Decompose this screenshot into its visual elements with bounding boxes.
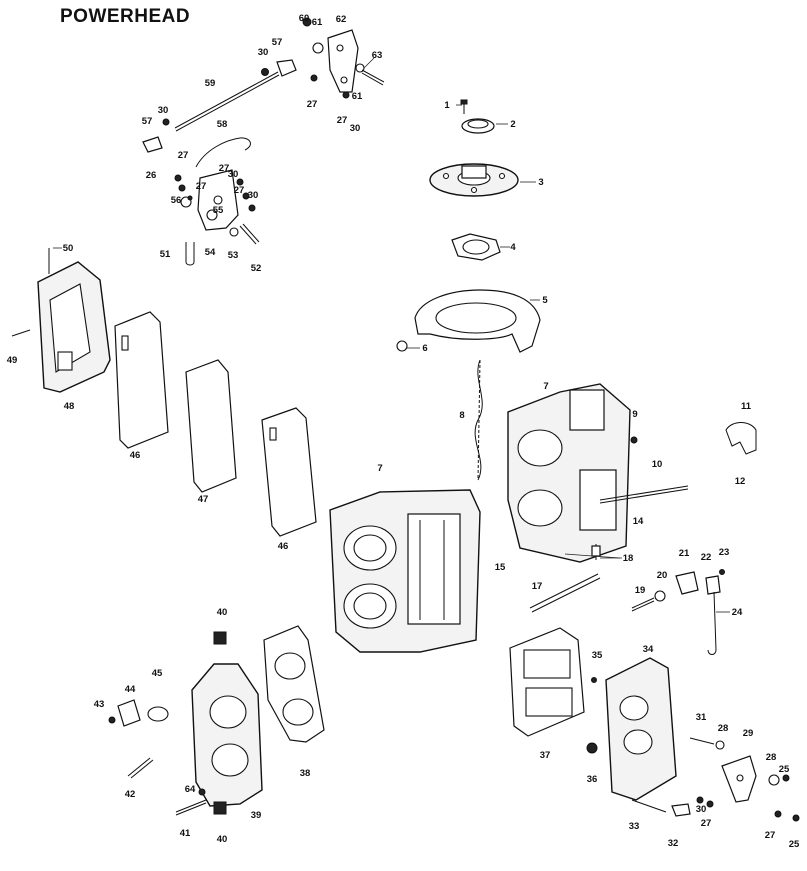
part-label-8: 8 [459, 410, 464, 421]
part-label-27: 27 [178, 150, 189, 161]
part-label-44: 44 [125, 684, 136, 695]
part-label-38: 38 [300, 768, 311, 779]
part-label-27: 27 [196, 181, 207, 192]
part-label-54: 54 [205, 247, 216, 258]
part-label-3: 3 [538, 177, 543, 188]
part-label-28: 28 [766, 752, 777, 763]
part-label-43: 43 [94, 699, 105, 710]
intake-manifold-parts [509, 627, 800, 822]
part-label-22: 22 [701, 552, 712, 563]
part-label-27: 27 [234, 185, 245, 196]
part-label-34: 34 [643, 644, 654, 655]
part-label-18: 18 [623, 553, 634, 564]
part-label-27: 27 [337, 115, 348, 126]
cylinder-block [329, 359, 483, 653]
upper-bearing-housing [396, 99, 541, 353]
cylinder-head-parts [108, 625, 325, 816]
part-label-40: 40 [217, 607, 228, 618]
part-label-27: 27 [219, 163, 230, 174]
part-label-24: 24 [732, 607, 743, 618]
part-label-48: 48 [64, 401, 75, 412]
part-label-63: 63 [372, 50, 383, 61]
part-label-14: 14 [633, 516, 644, 527]
part-label-27: 27 [765, 830, 776, 841]
part-label-46: 46 [130, 450, 141, 461]
part-label-11: 11 [741, 401, 752, 412]
part-label-31: 31 [696, 712, 707, 723]
part-label-37: 37 [540, 750, 551, 761]
part-label-5: 5 [542, 295, 548, 306]
part-label-40: 40 [217, 834, 228, 845]
part-label-1: 1 [444, 100, 450, 111]
part-label-53: 53 [228, 250, 239, 261]
part-label-7: 7 [377, 463, 382, 474]
part-label-21: 21 [679, 548, 690, 559]
part-label-47: 47 [198, 494, 209, 505]
part-label-61: 61 [312, 17, 323, 28]
part-label-4: 4 [510, 242, 516, 253]
part-label-30: 30 [350, 123, 361, 134]
part-label-46: 46 [278, 541, 289, 552]
throttle-cam-parts [529, 544, 725, 655]
part-label-30: 30 [228, 169, 239, 180]
part-label-56: 56 [171, 195, 182, 206]
part-label-23: 23 [719, 547, 730, 558]
part-label-61: 61 [352, 91, 363, 102]
throttle-linkage [142, 17, 385, 266]
part-label-59: 59 [205, 78, 216, 89]
part-label-51: 51 [160, 249, 171, 260]
part-label-50: 50 [63, 243, 74, 254]
part-label-10: 10 [652, 459, 663, 470]
part-label-17: 17 [532, 581, 543, 592]
part-label-27: 27 [307, 99, 318, 110]
part-label-30: 30 [696, 804, 707, 815]
part-label-30: 30 [158, 105, 169, 116]
part-label-52: 52 [251, 263, 262, 274]
part-label-64: 64 [185, 784, 196, 795]
part-label-39: 39 [251, 810, 262, 821]
part-label-60: 60 [299, 13, 310, 24]
part-label-27: 27 [701, 818, 712, 829]
part-label-62: 62 [336, 14, 347, 25]
exhaust-cover-plates [11, 248, 317, 537]
part-label-30: 30 [258, 47, 269, 58]
diagram-title: POWERHEAD [60, 6, 191, 27]
part-label-26: 26 [146, 170, 157, 181]
part-label-29: 29 [743, 728, 754, 739]
part-label-57: 57 [272, 37, 283, 48]
part-label-36: 36 [587, 774, 598, 785]
part-label-25: 25 [789, 839, 800, 850]
part-label-32: 32 [668, 838, 679, 849]
part-label-30: 30 [248, 190, 259, 201]
part-label-9: 9 [632, 409, 637, 420]
part-label-25: 25 [779, 764, 790, 775]
part-label-42: 42 [125, 789, 136, 800]
part-label-15: 15 [495, 562, 506, 573]
part-label-12: 12 [735, 476, 746, 487]
part-label-55: 55 [213, 205, 224, 216]
leader-lines [53, 57, 730, 613]
part-label-7: 7 [543, 381, 548, 392]
part-label-41: 41 [180, 828, 191, 839]
part-label-58: 58 [217, 119, 228, 130]
part-label-33: 33 [629, 821, 640, 832]
crankcase-half [507, 383, 757, 563]
part-label-35: 35 [592, 650, 603, 661]
part-label-57: 57 [142, 116, 153, 127]
part-label-45: 45 [152, 668, 163, 679]
part-label-49: 49 [7, 355, 18, 366]
part-label-19: 19 [635, 585, 646, 596]
part-label-2: 2 [510, 119, 515, 130]
part-label-20: 20 [657, 570, 668, 581]
part-label-6: 6 [422, 343, 427, 354]
part-label-28: 28 [718, 723, 729, 734]
